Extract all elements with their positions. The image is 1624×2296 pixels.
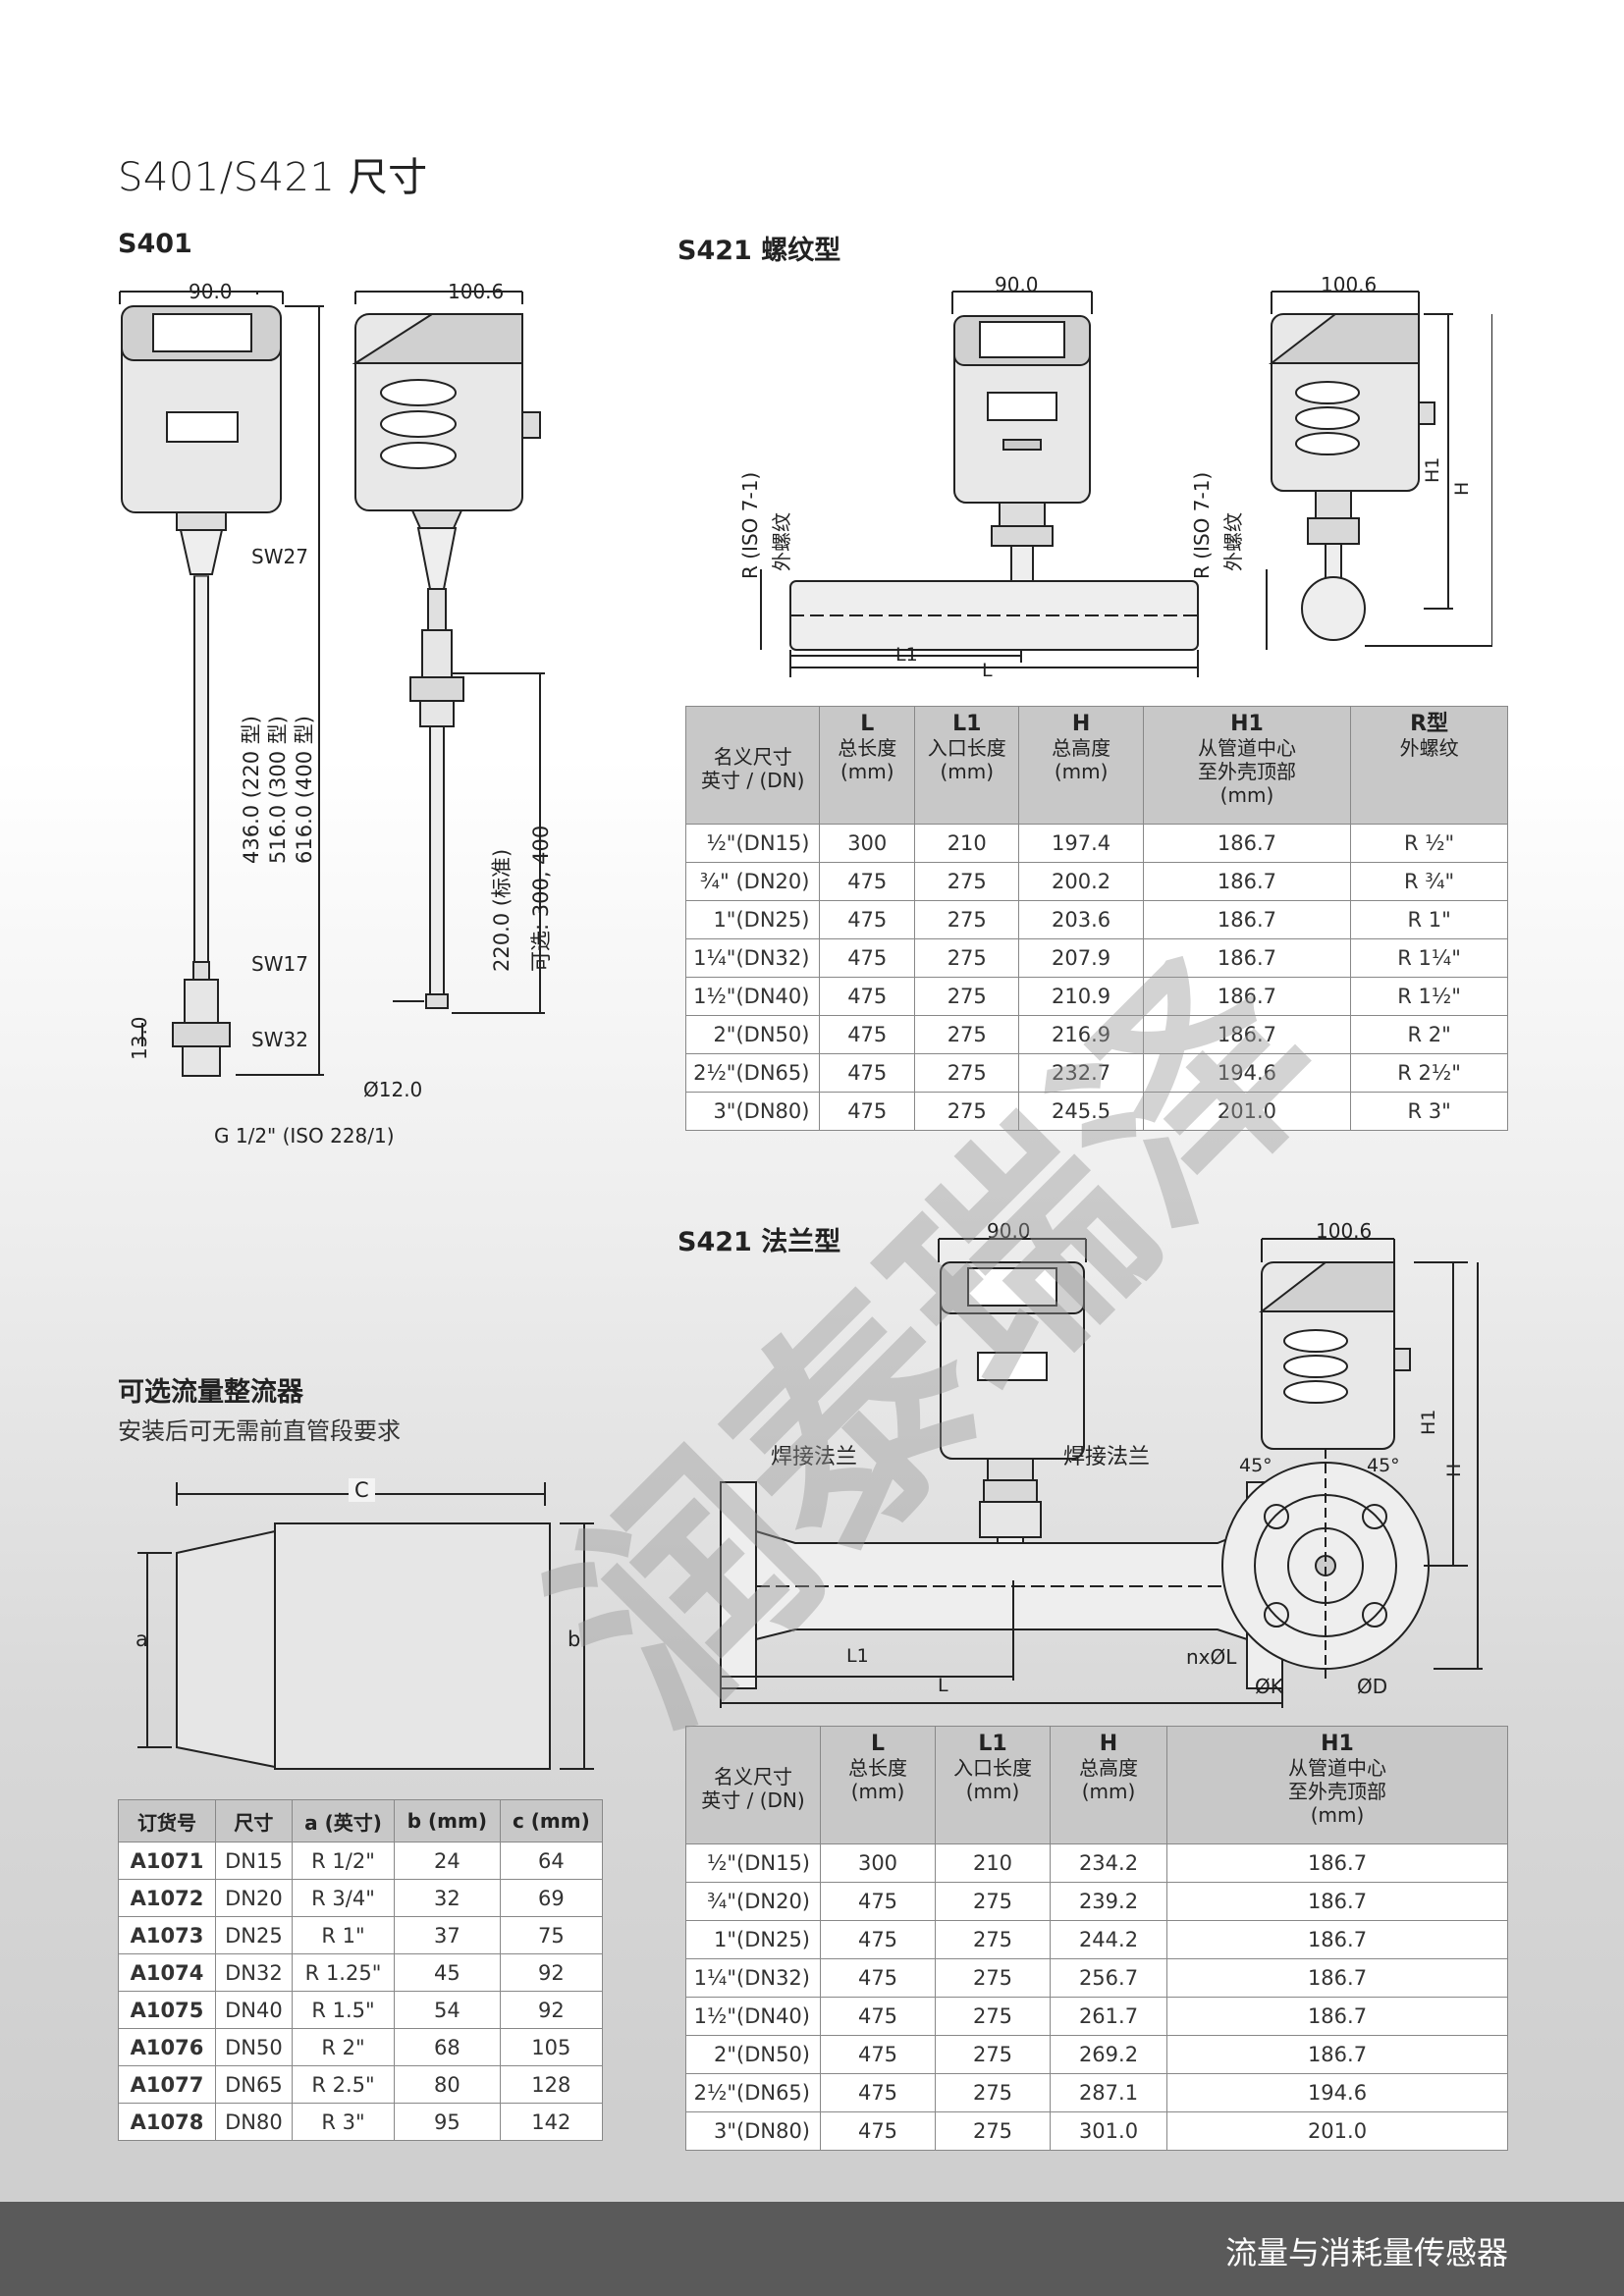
straightener-subtitle: 安装后可无需前直管段要求 <box>118 1417 401 1445</box>
s401-probe-options: 可选: 300, 400 <box>529 825 553 972</box>
s421t-l: L <box>982 660 993 681</box>
s421f-d: ØD <box>1357 1675 1388 1698</box>
s421f-front-width: 90.0 <box>987 1219 1031 1243</box>
s421t-h: H <box>1451 481 1473 496</box>
s421t-r2-label-right: 外螺纹 <box>1221 512 1245 571</box>
s421t-h1: H1 <box>1422 456 1443 483</box>
straightener-drawing <box>137 1482 594 1770</box>
page-title: S401/S421 尺寸 <box>118 155 428 200</box>
s401-dim-13: 13.0 <box>128 1016 151 1060</box>
label-sw32: SW32 <box>251 1028 308 1051</box>
s421t-r2-label-left: 外螺纹 <box>770 512 793 571</box>
s421-flange-heading: S421 法兰型 <box>677 1227 841 1257</box>
label-sw27: SW27 <box>251 545 308 568</box>
straightener-heading: 可选流量整流器 <box>118 1377 303 1408</box>
s401-diameter: Ø12.0 <box>363 1078 423 1101</box>
straightener-c: C <box>349 1478 375 1502</box>
col-dn: 名义尺寸 英寸 / (DN) <box>685 1726 821 1844</box>
s401-length-300: 516.0 (300 型) <box>266 716 290 864</box>
s421-thread-heading: S421 螺纹型 <box>677 236 841 266</box>
label-sw17: SW17 <box>251 952 308 976</box>
s421t-side-width: 100.6 <box>1321 273 1378 296</box>
col-a: a (英寸) <box>291 1799 396 1842</box>
s401-length-400: 616.0 (400 型) <box>293 716 316 864</box>
s421f-k: ØK <box>1255 1675 1283 1698</box>
s421t-r-label-left: R (ISO 7-1) <box>738 471 762 579</box>
col-order: 订货号 <box>118 1799 216 1842</box>
s401-side-width: 100.6 <box>448 280 505 303</box>
straightener-b: b <box>568 1628 581 1651</box>
s421f-h: H <box>1443 1463 1465 1477</box>
straightener-a: a <box>135 1628 148 1651</box>
s401-thread-label: G 1/2" (ISO 228/1) <box>214 1124 395 1148</box>
s421-thread-drawing <box>760 291 1492 677</box>
s401-front-width: 90.0 <box>189 280 233 303</box>
col-b: b (mm) <box>394 1799 501 1842</box>
s421f-h1: H1 <box>1418 1409 1439 1435</box>
weld-flange-right: 焊接法兰 <box>1063 1445 1151 1469</box>
weld-flange-left: 焊接法兰 <box>771 1445 858 1469</box>
s421t-front-width: 90.0 <box>995 273 1039 296</box>
s421f-l: L <box>938 1675 948 1696</box>
s421f-45a: 45° <box>1239 1455 1272 1476</box>
col-size: 尺寸 <box>214 1799 293 1842</box>
footer-bar <box>0 2202 1624 2296</box>
col-r: R型外螺纹 <box>1350 706 1508 825</box>
footer-title: 流量与消耗量传感器 <box>1224 2234 1508 2271</box>
col-c: c (mm) <box>499 1799 604 1842</box>
s421f-l1: L1 <box>846 1645 869 1667</box>
s421-flange-drawing <box>720 1238 1483 1708</box>
s421t-r-label-right: R (ISO 7-1) <box>1190 471 1214 579</box>
s401-drawing <box>119 291 545 1077</box>
s401-length-220: 436.0 (220 型) <box>240 716 263 864</box>
s401-heading: S401 <box>118 229 192 259</box>
s401-probe-length: 220.0 (标准) <box>490 848 514 972</box>
col-dn: 名义尺寸 英寸 / (DN) <box>684 706 821 825</box>
s421f-nl: nxØL <box>1186 1645 1237 1669</box>
s421f-45b: 45° <box>1367 1455 1400 1476</box>
s421t-l1: L1 <box>895 644 918 666</box>
s421f-side-width: 100.6 <box>1316 1219 1373 1243</box>
